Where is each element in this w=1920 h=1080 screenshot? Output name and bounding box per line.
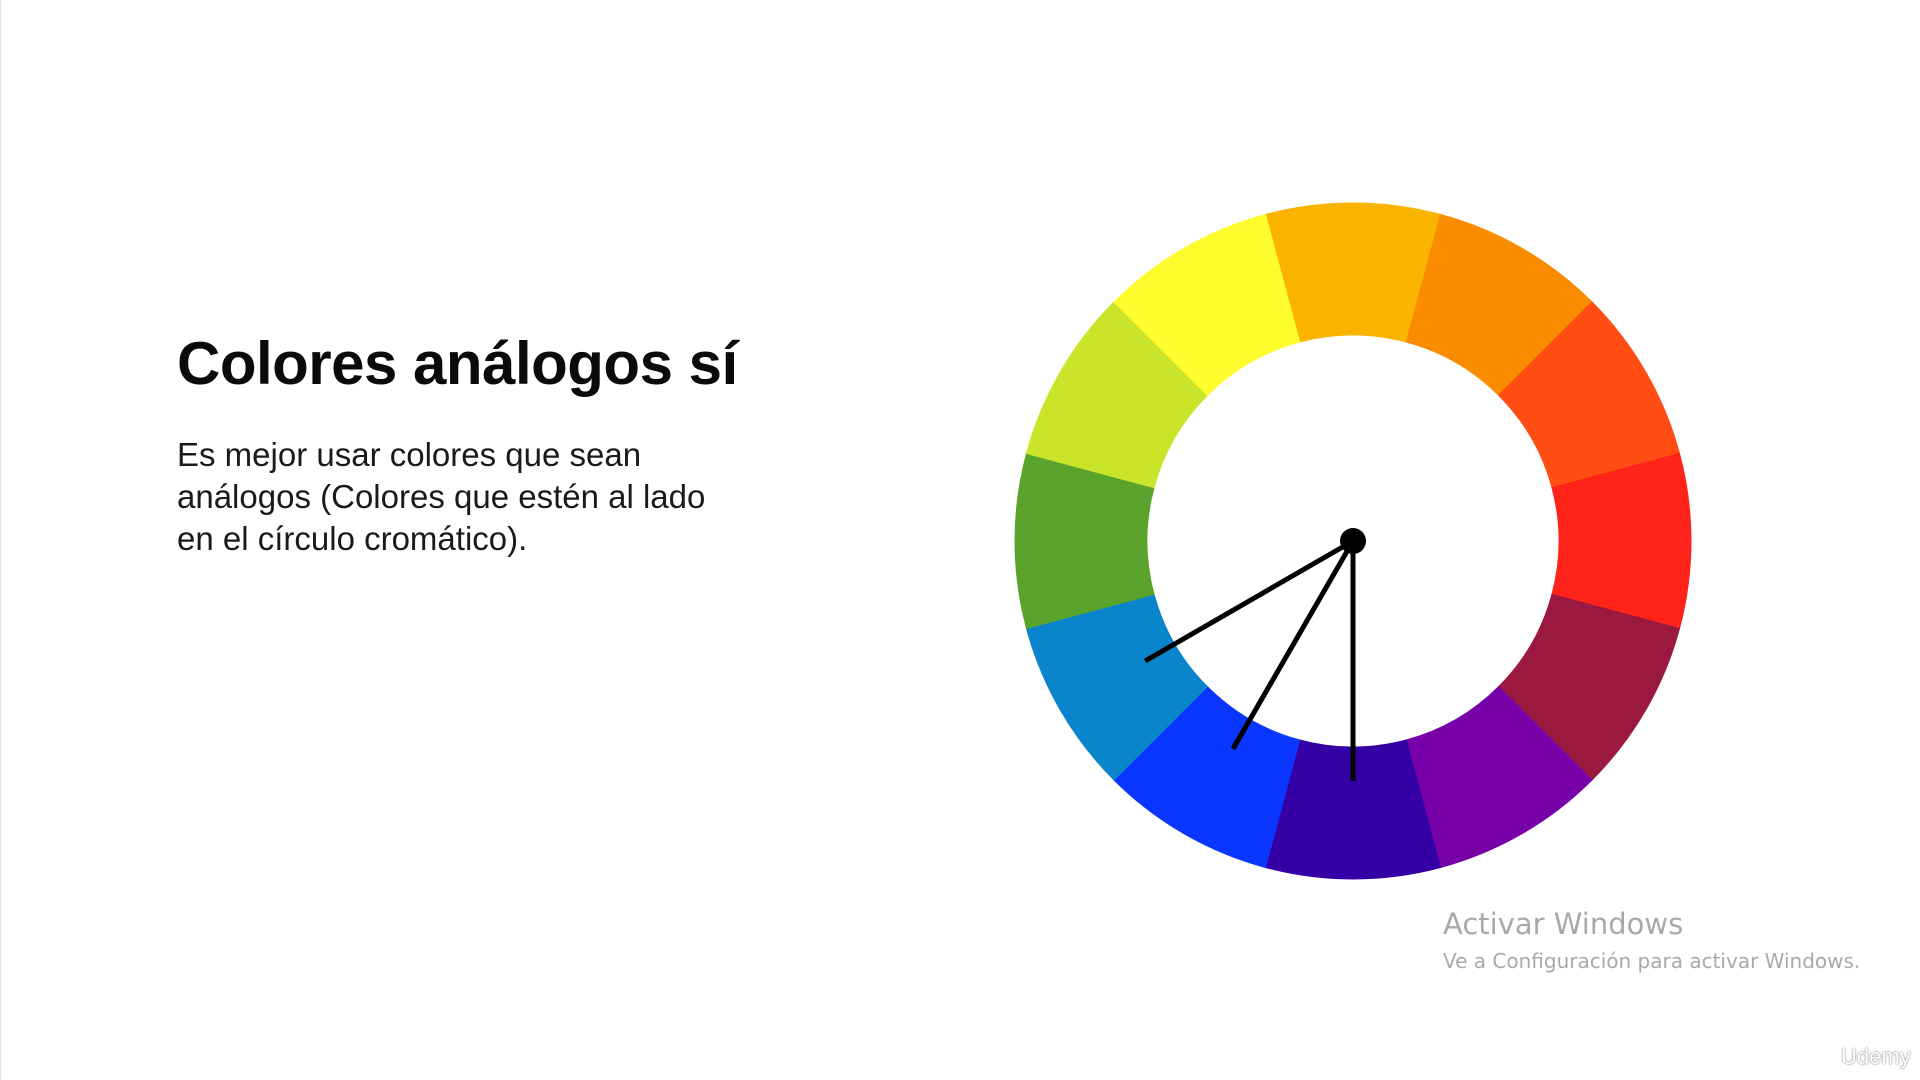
wheel-segment-yellow-orange xyxy=(1264,202,1442,343)
wheel-segment-green xyxy=(1014,452,1155,630)
wheel-segment-yellow xyxy=(1113,213,1301,397)
wheel-segment-violet xyxy=(1405,685,1593,869)
body-line-3: en el círculo cromático). xyxy=(177,520,528,557)
wheel-segment-red xyxy=(1551,452,1692,630)
slide-body-text: Es mejor usar colores que sean análogos … xyxy=(177,434,777,560)
wheel-segment-blue xyxy=(1113,685,1301,869)
wheel-segment-blue-green xyxy=(1025,593,1209,781)
windows-activation-watermark: Activar Windows Ve a Configuración para … xyxy=(1443,904,1860,978)
wheel-segment-red-violet xyxy=(1497,593,1681,781)
slide-title: Colores análogos sí xyxy=(177,330,738,397)
wheel-segment-red-orange xyxy=(1497,301,1681,489)
pointer-line-blue xyxy=(1230,539,1356,751)
analogous-pointers xyxy=(1143,528,1366,781)
udemy-logo: Udemy xyxy=(1841,1044,1911,1070)
body-line-1: Es mejor usar colores que sean xyxy=(177,436,642,473)
wheel-segment-orange xyxy=(1405,213,1593,397)
udemy-logo-text: Udemy xyxy=(1841,1044,1911,1069)
pointer-pivot-dot xyxy=(1340,528,1366,554)
wheel-segment-blue-violet xyxy=(1264,739,1442,880)
body-line-2: análogos (Colores que estén al lado xyxy=(177,478,706,515)
pointer-line-blue-green xyxy=(1143,538,1355,664)
wheel-segment-yellow-green xyxy=(1025,301,1209,489)
watermark-subtitle: Ve a Configuración para activar Windows. xyxy=(1443,949,1861,973)
watermark-title: Activar Windows xyxy=(1443,907,1684,941)
color-wheel-segments xyxy=(1014,202,1692,880)
